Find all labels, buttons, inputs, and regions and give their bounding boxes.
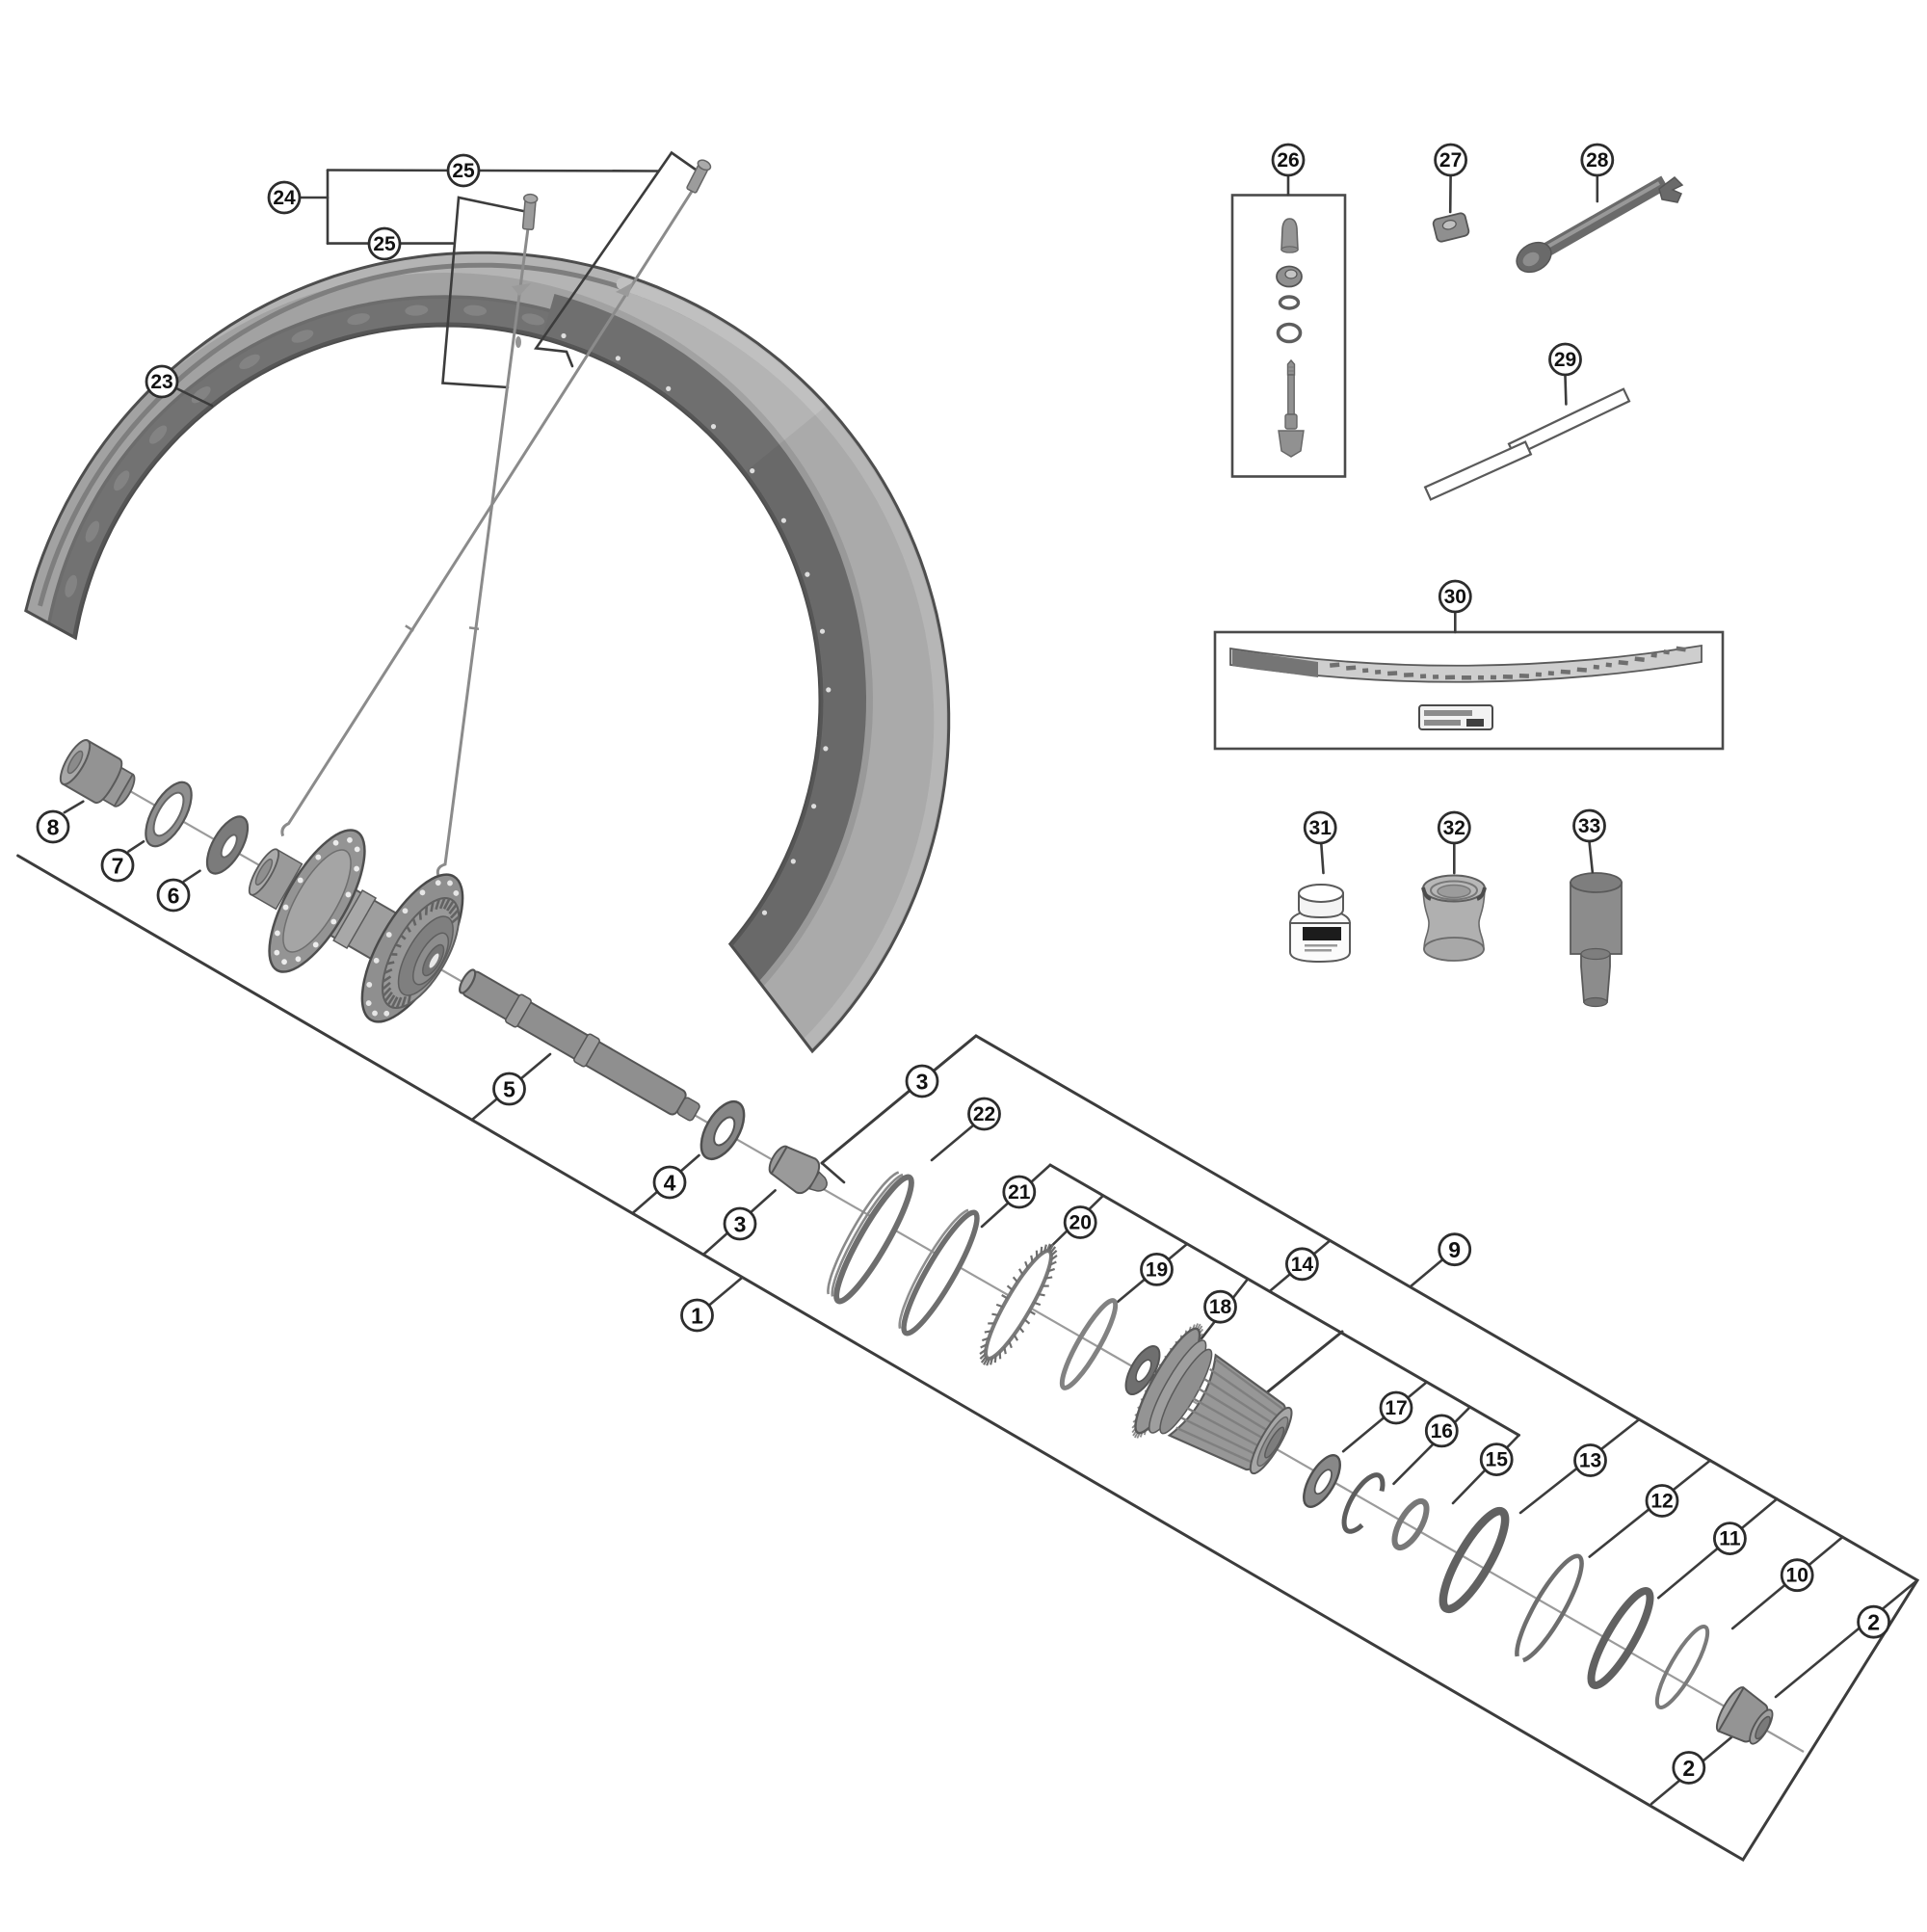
svg-text:7: 7 [112,854,124,879]
svg-text:27: 27 [1439,149,1462,172]
svg-text:32: 32 [1443,817,1465,839]
svg-text:25: 25 [452,160,475,182]
svg-text:33: 33 [1578,815,1600,837]
svg-text:2: 2 [1867,1610,1880,1635]
svg-text:6: 6 [168,884,180,909]
svg-text:2: 2 [1682,1756,1695,1781]
svg-text:3: 3 [734,1212,747,1237]
svg-text:16: 16 [1431,1420,1453,1442]
svg-text:25: 25 [373,233,396,255]
svg-text:29: 29 [1554,349,1576,371]
svg-text:21: 21 [1008,1181,1031,1204]
svg-text:14: 14 [1291,1254,1314,1276]
svg-text:8: 8 [47,815,60,840]
svg-text:15: 15 [1486,1449,1509,1471]
svg-text:18: 18 [1209,1296,1232,1318]
svg-text:5: 5 [503,1077,515,1102]
svg-text:17: 17 [1385,1397,1407,1419]
svg-text:9: 9 [1448,1237,1461,1262]
svg-text:28: 28 [1586,149,1609,172]
svg-text:12: 12 [1650,1491,1673,1513]
svg-text:11: 11 [1719,1528,1741,1550]
svg-text:30: 30 [1444,586,1466,608]
svg-text:23: 23 [150,371,172,393]
svg-text:1: 1 [691,1304,703,1329]
svg-text:20: 20 [1069,1212,1092,1234]
svg-text:3: 3 [916,1070,929,1095]
svg-text:26: 26 [1277,149,1299,172]
svg-text:10: 10 [1786,1565,1808,1587]
svg-text:31: 31 [1309,817,1333,839]
svg-text:19: 19 [1146,1258,1168,1281]
svg-text:4: 4 [664,1171,676,1196]
svg-text:24: 24 [273,187,296,209]
svg-text:13: 13 [1579,1450,1601,1472]
svg-text:22: 22 [973,1103,995,1125]
